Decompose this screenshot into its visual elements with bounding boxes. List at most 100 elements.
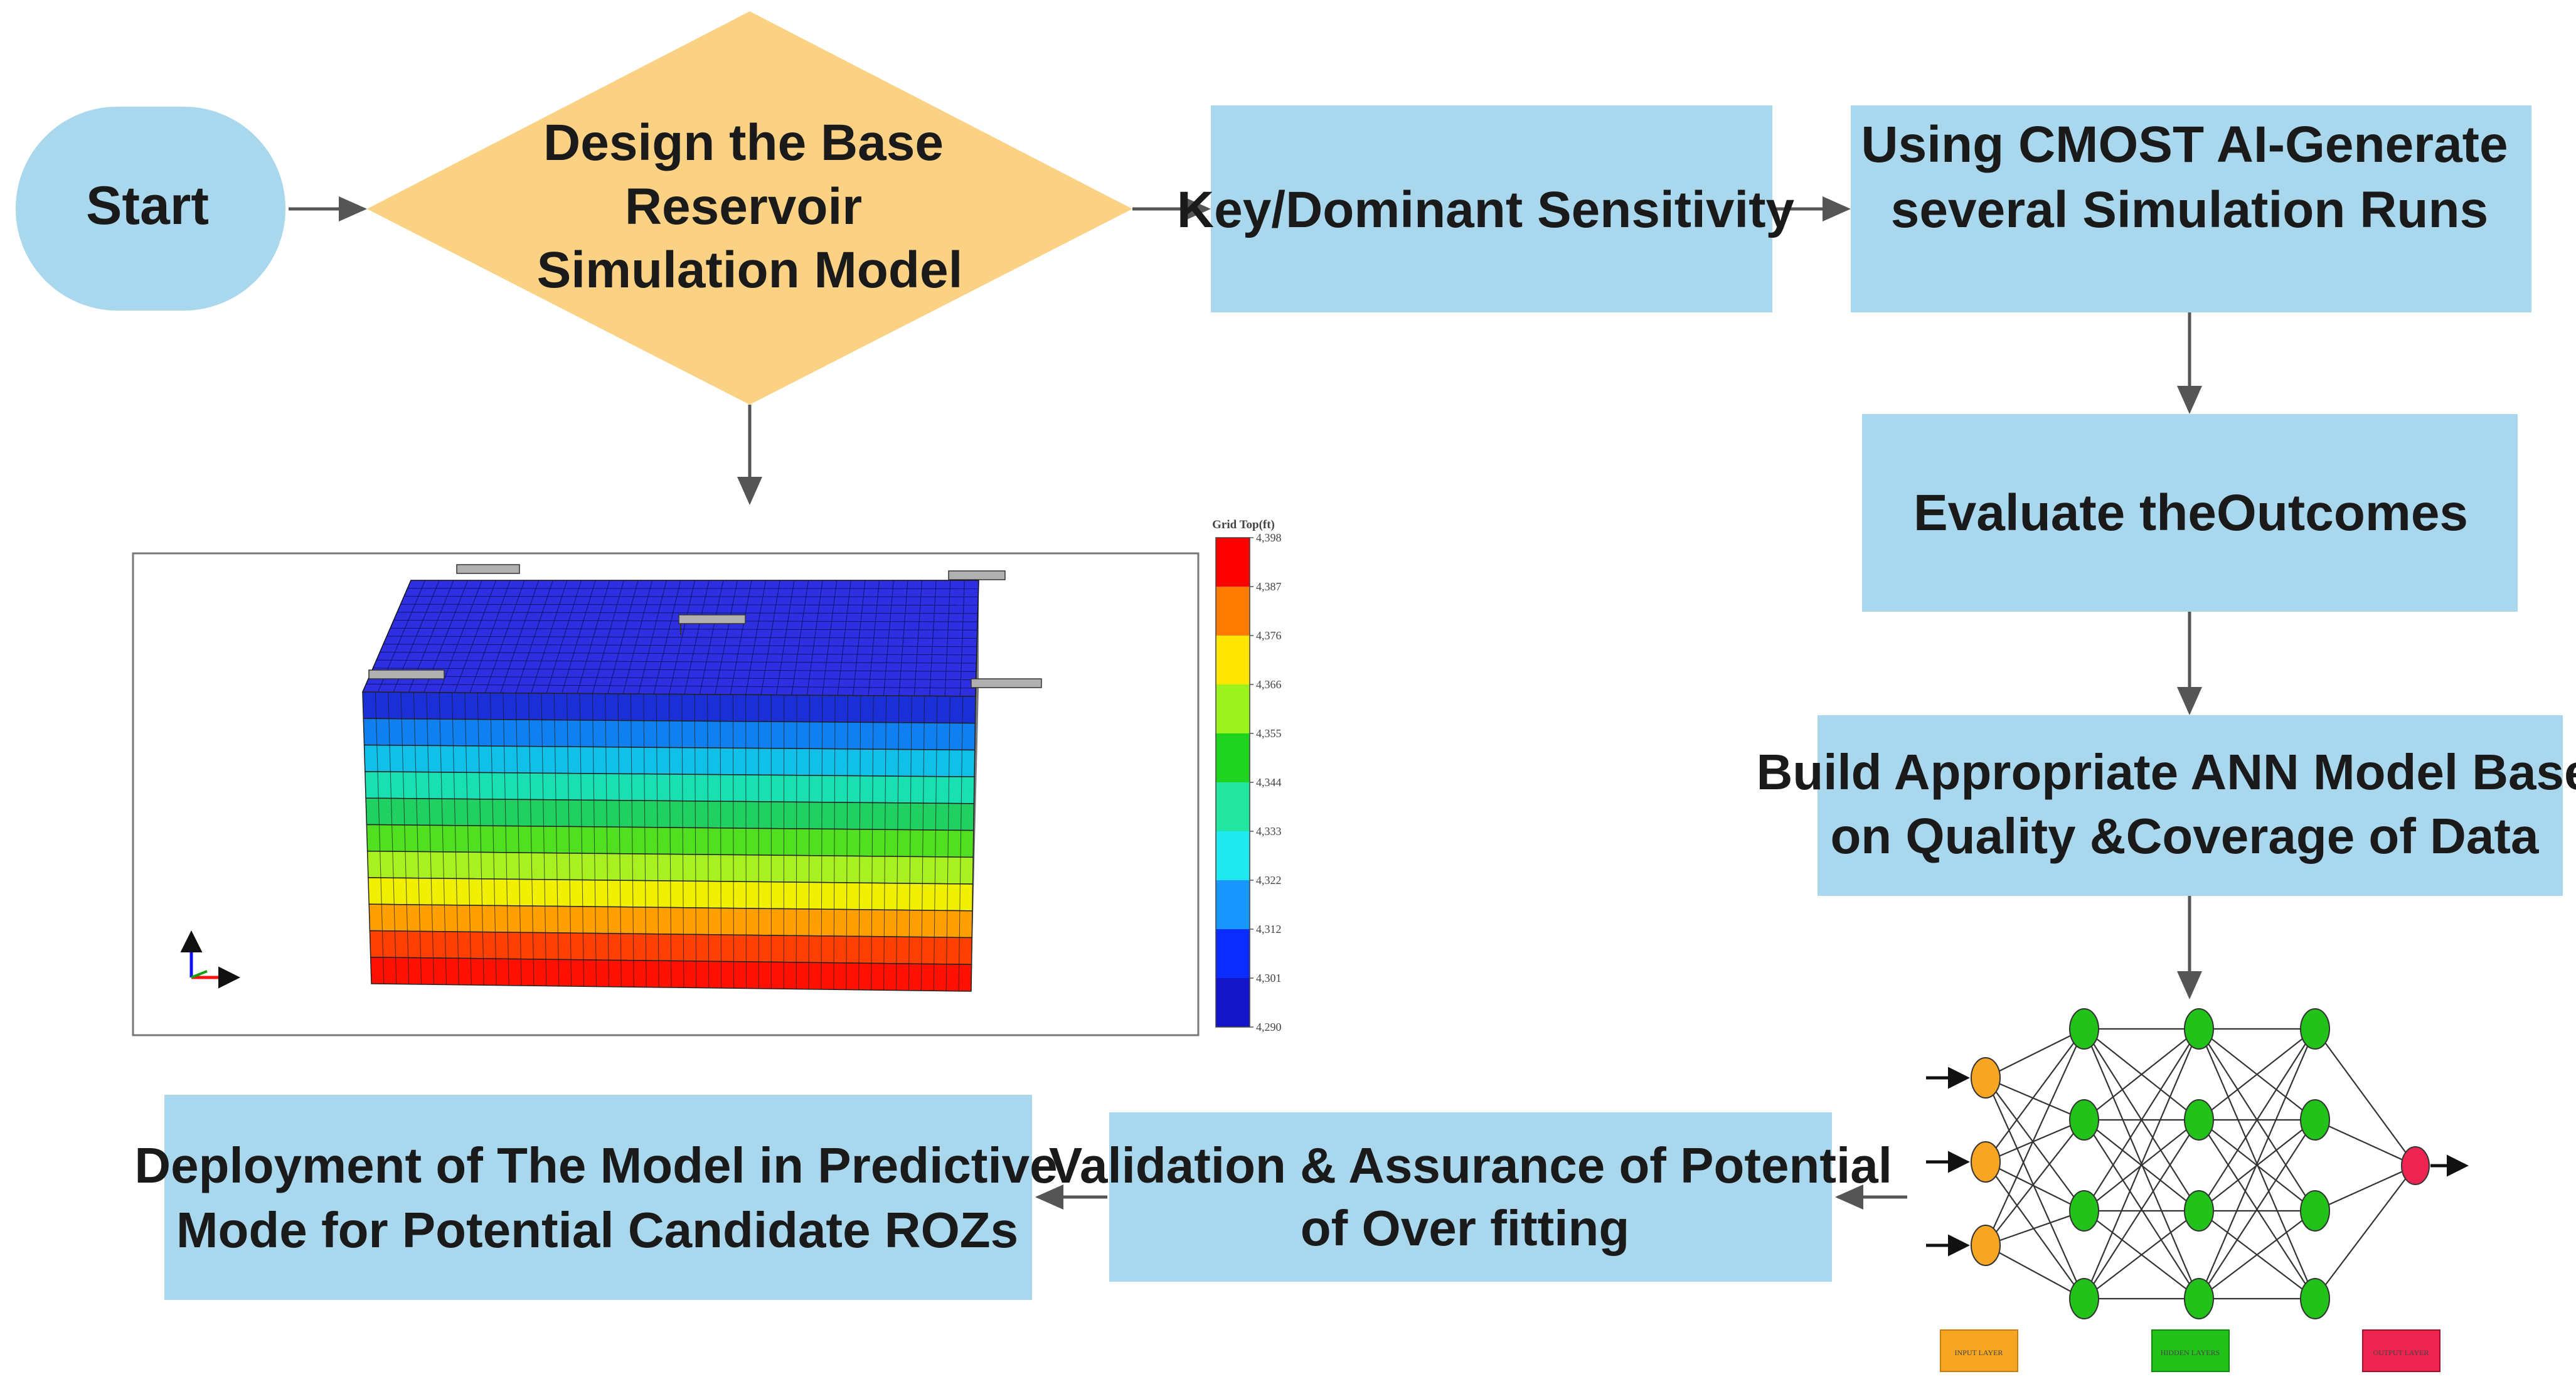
hidden-node: [2300, 1008, 2330, 1050]
hidden-node: [2184, 1278, 2214, 1319]
validation-node: Validation & Assurance of Potential of O…: [1049, 1112, 1892, 1282]
input-arrows: [1926, 1067, 2469, 1257]
hidden-node: [2300, 1099, 2330, 1141]
input-node: [1971, 1057, 2001, 1099]
validation-label-line-2: of Over fitting: [1301, 1200, 1629, 1256]
network-edge: [1985, 1245, 2085, 1299]
legend-color-band: [1216, 587, 1250, 636]
network-edge: [2198, 1028, 2316, 1299]
network-legend: INPUT LAYER HIDDEN LAYERS OUTPUT LAYER: [1940, 1329, 2440, 1372]
legend-tick-label: 4,366: [1256, 678, 1282, 691]
hidden-node: [2300, 1278, 2330, 1319]
network-edge: [1985, 1161, 2085, 1299]
legend-tick-label: 4,333: [1256, 825, 1282, 838]
network-edge: [2083, 1028, 2200, 1299]
legend-color-band: [1216, 880, 1250, 930]
network-edge: [1985, 1119, 2085, 1163]
cmost-label-line-1: Using CMOST AI-Generate: [1861, 116, 2508, 173]
design-label-line-1: Design the Base: [543, 114, 944, 171]
legend-tick-label: 4,376: [1256, 629, 1282, 642]
network-edge: [1985, 1119, 2085, 1246]
network-edge: [1984, 1077, 2085, 1299]
legend-color-band: [1216, 538, 1250, 587]
input-node: [1971, 1225, 2001, 1266]
reservoir-model-image: Grid Top(ft) 4,3984,3874,3764,3664,3554,…: [132, 518, 1282, 1036]
color-legend: 4,398 4,387 4,376 4,366 4,355 4,344 4,333 4,322…: [1215, 531, 1282, 1033]
input-layer-legend-label: INPUT LAYER: [1954, 1348, 2003, 1357]
network-edge: [2198, 1028, 2316, 1211]
network-edge: [1985, 1028, 2085, 1078]
network-edge: [2314, 1119, 2416, 1167]
legend-tick-label: 4,344: [1256, 776, 1282, 789]
network-edge: [1985, 1077, 2085, 1211]
axis-triad-icon: [180, 930, 240, 989]
network-edge: [1985, 1028, 2085, 1163]
validation-label-line-1: Validation & Assurance of Potential: [1049, 1137, 1892, 1193]
network-edge: [1985, 1161, 2085, 1211]
deployment-label-line-2: Mode for Potential Candidate ROZs: [176, 1202, 1018, 1258]
hidden-node: [2069, 1190, 2099, 1232]
legend-tick-label: 4,387: [1256, 580, 1282, 593]
network-edge: [2084, 1210, 2200, 1299]
evaluate-node: Evaluate theOutcomes: [1862, 414, 2518, 612]
network-edge: [2084, 1028, 2200, 1211]
cmost-node: Using CMOST AI-Generate several Simulati…: [1851, 105, 2531, 312]
legend-tick-label: 4,322: [1256, 874, 1282, 886]
reservoir-grid-block: [361, 580, 979, 992]
network-edge: [2314, 1028, 2416, 1166]
network-edge: [2314, 1165, 2416, 1299]
color-legend-title: Grid Top(ft): [1212, 518, 1275, 531]
design-label-line-2: Reservoir: [625, 178, 862, 235]
hidden-node: [2184, 1008, 2214, 1050]
legend-tick-label: 4,312: [1256, 923, 1282, 935]
deployment-label-line-1: Deployment of The Model in Predictive: [134, 1137, 1057, 1193]
legend-color-band: [1216, 782, 1250, 832]
hidden-layer-legend-swatch: [2151, 1329, 2230, 1372]
output-layer-legend-label: OUTPUT LAYER: [2373, 1348, 2429, 1357]
legend-color-band: [1216, 733, 1250, 783]
network-edge: [2314, 1164, 2416, 1212]
well-label-tags: [368, 564, 1042, 688]
network-connections: [1984, 1028, 2416, 1300]
network-edge: [2198, 1119, 2316, 1299]
legend-color-band: [1216, 684, 1250, 734]
deployment-node: Deployment of The Model in Predictive Mo…: [134, 1095, 1058, 1300]
network-edge: [2084, 1028, 2200, 1121]
hidden-layer-legend-label: HIDDEN LAYERS: [2161, 1348, 2220, 1357]
legend-tick-label: 4,398: [1256, 531, 1282, 544]
hidden-node: [2184, 1190, 2214, 1232]
legend-tick-label: 4,290: [1256, 1021, 1282, 1033]
design-decision-node: Design the Base Reservoir Simulation Mod…: [367, 11, 1132, 405]
hidden-node: [2300, 1190, 2330, 1232]
network-edge: [1985, 1077, 2085, 1121]
sensitivity-node: Key/Dominant Sensitivity: [1177, 105, 1795, 312]
hidden-node: [2069, 1278, 2099, 1319]
design-label-line-3: Simulation Model: [537, 242, 963, 299]
input-node: [1971, 1141, 2001, 1183]
build-ann-node: Build Appropriate ANN Model Based on Qua…: [1757, 715, 2576, 896]
start-label: Start: [86, 176, 209, 236]
network-edge: [2198, 1028, 2316, 1121]
legend-tick-label: 4,355: [1256, 727, 1282, 740]
legend-color-band: [1216, 636, 1250, 685]
hidden-node: [2184, 1099, 2214, 1141]
flow-arrows: [289, 196, 2202, 1210]
legend-color-band: [1216, 978, 1250, 1028]
cmost-label-line-2: several Simulation Runs: [1891, 181, 2488, 238]
network-edge: [2198, 1210, 2316, 1299]
hidden-node: [2069, 1008, 2099, 1050]
build-ann-label-line-1: Build Appropriate ANN Model Based: [1757, 744, 2576, 800]
output-node: [2401, 1146, 2430, 1185]
start-node: Start: [16, 107, 285, 311]
hidden-node: [2069, 1099, 2099, 1141]
evaluate-label: Evaluate theOutcomes: [1913, 484, 2468, 541]
input-layer-legend-swatch: [1940, 1329, 2018, 1372]
legend-tick-label: 4,301: [1256, 972, 1282, 984]
legend-color-band: [1216, 929, 1250, 979]
legend-color-band: [1216, 831, 1250, 881]
sensitivity-label: Key/Dominant Sensitivity: [1177, 181, 1795, 238]
network-nodes: [1971, 1008, 2430, 1319]
network-edge: [2084, 1119, 2200, 1299]
neural-network-diagram: [1926, 1008, 2469, 1319]
